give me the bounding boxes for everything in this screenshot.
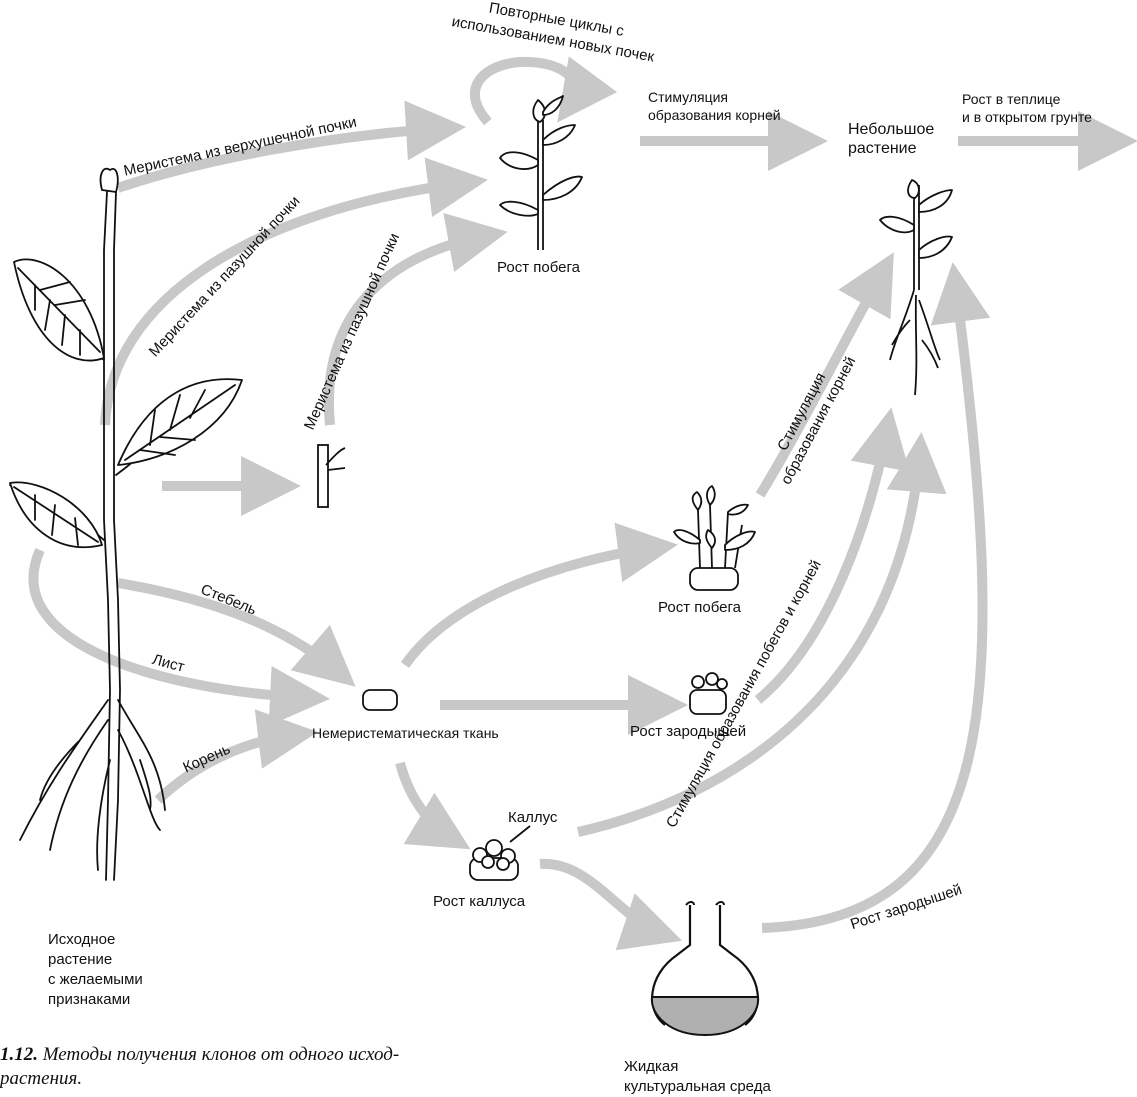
arrow-root-to-tissue	[154, 709, 318, 804]
source-plant-drawing	[9, 167, 243, 881]
arrow-leaf-to-tissue	[28, 547, 330, 726]
label-source-plant: Исходное растение с желаемыми признаками	[48, 931, 143, 1008]
callus-drawing	[469, 825, 531, 881]
arrow-embryo-to-plant	[754, 407, 910, 704]
node-segment-drawing	[317, 444, 346, 508]
arrow-axillary-meristem-2	[323, 213, 508, 426]
arrow-stem-to-tissue	[117, 578, 356, 687]
label-shoot-growth-top: Рост побега	[497, 259, 580, 276]
caption-number: 1.12.	[0, 1044, 38, 1065]
arrow-apical-meristem	[116, 100, 466, 193]
label-callus-growth: Рост каллуса	[433, 893, 526, 910]
arrow-repeat-cycle	[470, 56, 618, 126]
arrow-shoot-to-plant	[755, 252, 894, 498]
label-root-stimulation-top: Стимуляция образования корней	[648, 89, 781, 123]
small-plant-drawing	[879, 179, 953, 396]
nonmeristem-tissue-drawing	[362, 689, 398, 711]
label-embryo-growth: Рост зародышей	[630, 723, 747, 740]
arrow-callus-to-plant	[576, 432, 947, 837]
label-liquid-medium: Жидкая культуральная среда	[624, 1058, 771, 1095]
arrows	[28, 56, 1137, 951]
label-callus: Каллус	[508, 809, 558, 826]
arrow-flask-to-plant	[761, 262, 991, 933]
arrow-tissue-to-shoot	[400, 522, 678, 668]
figure-caption: 1.12. Методы получения клонов от одного …	[0, 1043, 399, 1091]
arrow-callus-to-flask	[539, 858, 683, 951]
label-nonmeristem-tissue: Немеристематическая ткань	[312, 725, 499, 741]
flask-drawing	[650, 901, 760, 1037]
label-shoot-growth-mid: Рост побега	[658, 599, 741, 616]
arrow-tissue-to-callus	[395, 761, 471, 850]
shoot-growth-top-drawing	[499, 95, 583, 250]
embryo-drawing	[689, 672, 728, 715]
label-greenhouse: Рост в теплице и в открытом грунте	[962, 91, 1092, 125]
caption-text: Методы получения клонов от одного исход-…	[0, 1044, 400, 1089]
label-small-plant: Небольшое растение	[848, 121, 935, 157]
shoot-cluster-drawing	[673, 485, 756, 591]
